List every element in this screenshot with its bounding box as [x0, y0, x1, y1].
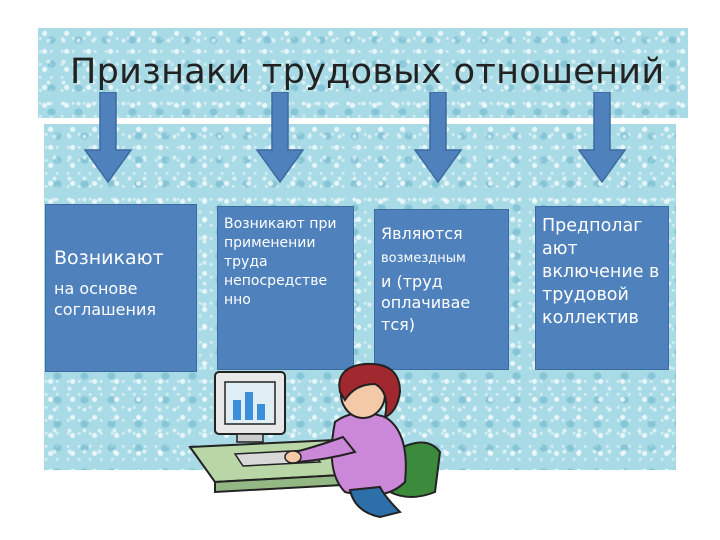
- feature-box-collective: Предполаг ают включение в трудовой колле…: [535, 206, 669, 370]
- woman-at-computer-illustration: [188, 362, 442, 519]
- feature-text: и (труд оплачивае тся): [381, 271, 471, 334]
- arrow-down-icon: [577, 92, 627, 184]
- feature-heading: Возникают: [54, 247, 164, 269]
- feature-text: Возникают при применении труда непосредс…: [224, 216, 337, 308]
- feature-text: возмездным: [381, 251, 466, 267]
- feature-text: на основе соглашения: [54, 278, 156, 320]
- arrow-down-icon: [83, 92, 133, 184]
- feature-box-agreement: Возникают на основе соглашения: [45, 204, 197, 372]
- feature-heading: Являются: [381, 224, 463, 243]
- feature-box-labor-use: Возникают при применении труда непосредс…: [217, 206, 354, 370]
- feature-box-paid: Являются возмездным и (труд оплачивае тс…: [374, 209, 509, 370]
- feature-text: Предполаг ают включение в трудовой колле…: [542, 216, 660, 329]
- slide-title: Признаки трудовых отношений: [70, 52, 665, 92]
- arrow-down-icon: [413, 92, 463, 184]
- arrow-down-icon: [255, 92, 305, 184]
- title-band: [38, 28, 688, 118]
